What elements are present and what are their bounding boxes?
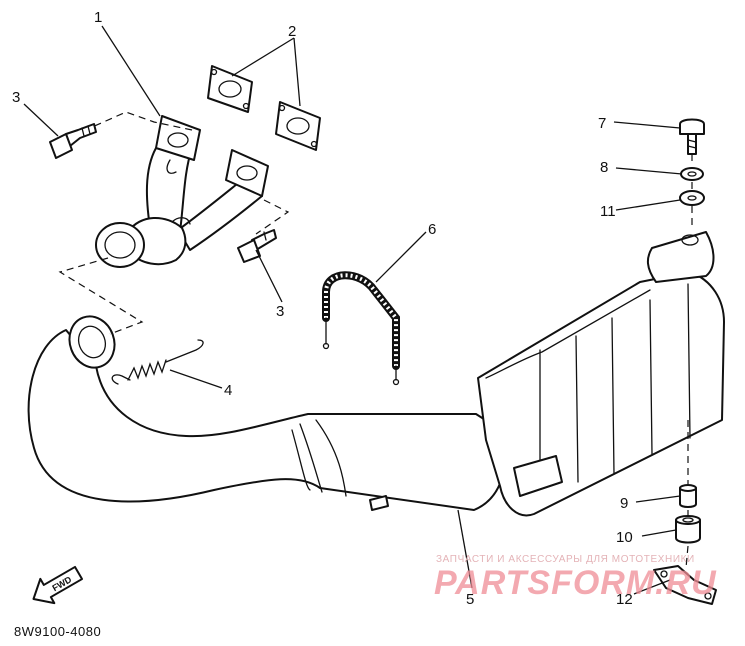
- callout-11: 11: [600, 203, 616, 220]
- callout-6: 6: [428, 221, 436, 238]
- callout-8: 8: [600, 159, 608, 176]
- gasket-part-2-left: [207, 65, 253, 113]
- bolt-part-7: [679, 118, 705, 155]
- partsform-watermark: ЗАПЧАСТИ И АКСЕССУАРЫ ДЛЯ МОТОТЕХНИКИ PA…: [434, 554, 717, 602]
- diagram-code: 8W9100-4080: [14, 624, 101, 639]
- hose-part-6: [322, 271, 400, 386]
- muffler-part-5: [27, 231, 725, 517]
- spring-part-4: [111, 339, 204, 385]
- bolt-part-3-upper: [49, 123, 97, 159]
- callout-3-upper: 3: [12, 89, 20, 106]
- washer-part-11: [679, 190, 705, 206]
- gasket-part-2-right: [275, 101, 321, 151]
- washer-part-8: [680, 167, 704, 181]
- callout-10: 10: [616, 529, 633, 546]
- callout-5: 5: [466, 591, 474, 608]
- callout-1: 1: [94, 9, 102, 26]
- callout-3-lower: 3: [276, 303, 284, 320]
- leader-lines: [23, 25, 683, 595]
- assembly-guides: [58, 111, 693, 569]
- bolt-part-3-lower: [237, 229, 277, 263]
- callout-12: 12: [616, 591, 633, 608]
- watermark-brand: PARTSFORM.RU: [434, 564, 717, 602]
- callout-4: 4: [224, 382, 232, 399]
- callout-numbers: 1 2 3 3 4 5 6 7 8 9 10 11 12: [12, 9, 633, 608]
- exhaust-pipe-part-1: [95, 115, 269, 268]
- callout-9: 9: [620, 495, 628, 512]
- bracket-part-12: [653, 565, 717, 605]
- callout-7: 7: [598, 115, 606, 132]
- watermark-tagline: ЗАПЧАСТИ И АКСЕССУАРЫ ДЛЯ МОТОТЕХНИКИ: [436, 554, 695, 565]
- collar-part-10: [675, 515, 701, 544]
- damper-part-9: [679, 484, 697, 508]
- forward-arrow-icon: FWD: [32, 565, 84, 605]
- callout-2: 2: [288, 23, 296, 40]
